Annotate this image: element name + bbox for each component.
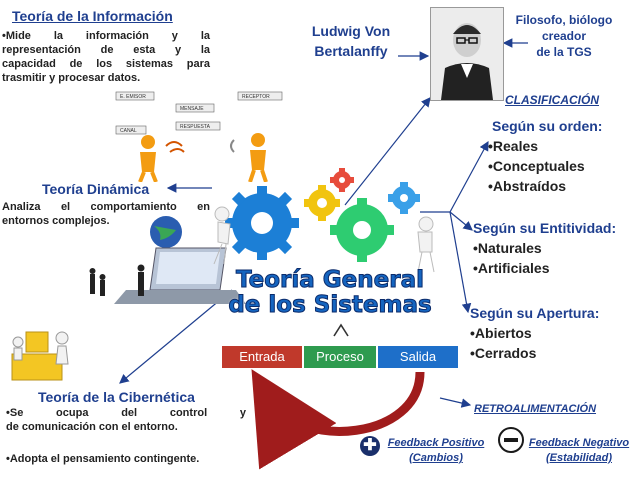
- order-item: Conceptuales: [488, 156, 602, 176]
- input-box: Entrada: [222, 346, 302, 368]
- entity-item: Naturales: [473, 238, 616, 258]
- cybernetics-text: •Se ocupa del control y de comunicación …: [6, 406, 246, 466]
- feedback-positive-line: (Cambios): [378, 451, 494, 466]
- info-theory-line: •Mide la información y la: [2, 29, 210, 43]
- main-title-line: Teoría General: [224, 268, 436, 293]
- gear-icon: [225, 186, 299, 260]
- output-box: Salida: [378, 346, 458, 368]
- gear-icon: [330, 198, 394, 262]
- feedback-positive: Feedback Positivo (Cambios): [378, 436, 494, 466]
- bertalanffy-photo: [430, 7, 504, 101]
- cybernetics-line: •Se ocupa del control y: [6, 406, 246, 420]
- dynamic-theory-title: Teoría Dinámica: [42, 181, 149, 197]
- bertalanffy-name-line: Bertalanffy: [303, 41, 399, 61]
- info-theory-line: representación de esta y la: [2, 43, 210, 57]
- order-item: Reales: [488, 136, 602, 156]
- openness-item: Abiertos: [470, 323, 599, 343]
- person-pushing-left: [214, 207, 230, 264]
- cybernetics-line: de comunicación con el entorno.: [6, 420, 246, 434]
- openness-title: Según su Apertura:: [470, 303, 599, 323]
- plus-icon: ✚: [360, 436, 380, 456]
- main-title: Teoría General de los Sistemas: [224, 268, 436, 318]
- order-item: Abstraídos: [488, 176, 602, 196]
- person-figure-left: [141, 135, 155, 149]
- feedback-loop-arc: [270, 372, 420, 431]
- bertalanffy-name-line: Ludwig Von: [303, 21, 399, 41]
- gear-icon: [330, 168, 354, 192]
- comm-label: E. EMISOR: [120, 94, 146, 100]
- info-theory-line: trasmitir y procesar datos.: [2, 71, 210, 85]
- process-box: Proceso: [304, 346, 376, 368]
- order-title: Según su orden:: [492, 116, 602, 136]
- main-title-line: de los Sistemas: [224, 293, 436, 318]
- classification-title: CLASIFICACIÓN: [505, 93, 599, 107]
- person-figure-right: [251, 133, 265, 147]
- feedback-negative: Feedback Negativo (Estabilidad): [523, 436, 635, 466]
- comm-label: RECEPTOR: [242, 94, 270, 100]
- feedback-negative-line: Feedback Negativo: [523, 436, 635, 451]
- chevron-up-icon: [334, 325, 348, 336]
- arrow-to-openness: [450, 212, 468, 312]
- bertalanffy-role: Filosofo, biólogo creador de la TGS: [505, 12, 623, 60]
- arrow-to-feedback: [440, 398, 470, 405]
- bertalanffy-role-line: de la TGS: [505, 44, 623, 60]
- comm-label: RESPUESTA: [180, 124, 211, 130]
- bertalanffy-role-line: creador: [505, 28, 623, 44]
- feedback-title: RETROALIMENTACIÓN: [474, 403, 596, 415]
- bertalanffy-name: Ludwig Von Bertalanffy: [303, 21, 399, 61]
- portrait-image: [431, 8, 503, 100]
- comm-label: MENSAJE: [180, 106, 204, 112]
- gears-illustration: [212, 168, 440, 276]
- openness-group: Según su Apertura: Abiertos Cerrados: [470, 303, 599, 363]
- entity-title: Según su Entitividad:: [473, 218, 616, 238]
- gear-icon: [388, 182, 420, 214]
- entity-group: Según su Entitividad: Naturales Artifici…: [473, 218, 616, 278]
- feedback-positive-line: Feedback Positivo: [378, 436, 494, 451]
- gear-icon: [304, 185, 340, 221]
- cybernetics-title: Teoría de la Cibernética: [38, 389, 195, 405]
- comm-label: CANAL: [120, 128, 137, 134]
- entity-item: Artificiales: [473, 258, 616, 278]
- order-group: Según su orden: Reales Conceptuales Abst…: [488, 116, 602, 196]
- feedback-negative-line: (Estabilidad): [523, 451, 635, 466]
- minus-icon: [498, 427, 524, 453]
- openness-item: Cerrados: [470, 343, 599, 363]
- info-theory-title: Teoría de la Información: [12, 8, 173, 24]
- info-theory-text: •Mide la información y la representación…: [2, 29, 210, 85]
- cybernetics-line: •Adopta el pensamiento contingente.: [6, 452, 246, 466]
- cybernetics-illustration: [6, 320, 76, 384]
- person-pushing-right: [418, 217, 434, 272]
- info-theory-line: capacidad de los sistemas para: [2, 57, 210, 71]
- bertalanffy-role-line: Filosofo, biólogo: [505, 12, 623, 28]
